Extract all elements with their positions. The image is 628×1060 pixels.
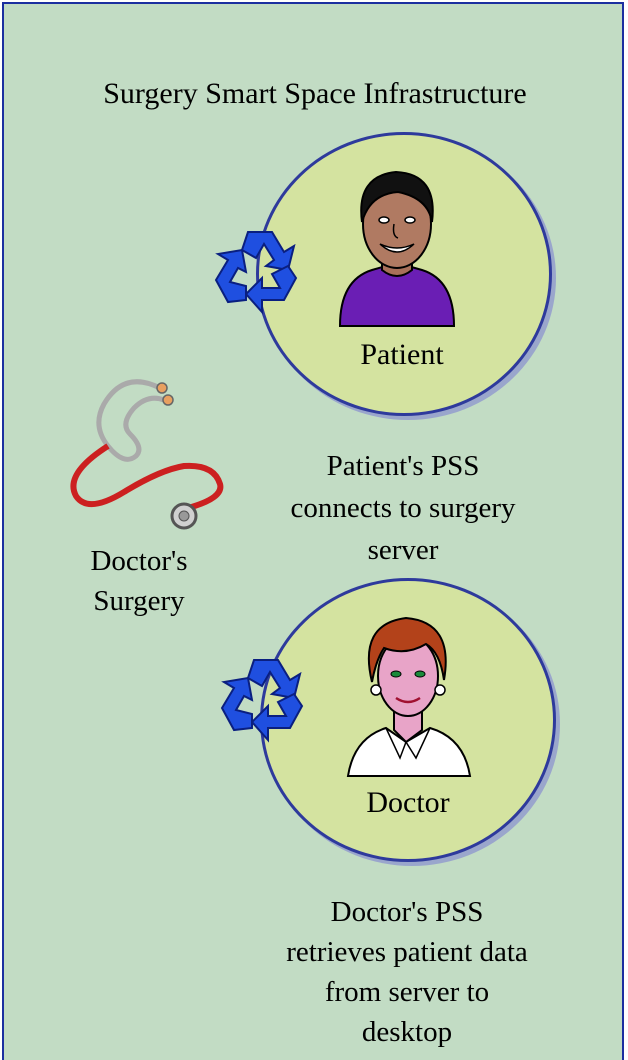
recycle-arrow [242,232,294,270]
doctor-recycle-icon [216,654,316,744]
diagram-title: Surgery Smart Space Infrastructure [4,75,626,113]
patient-recycle-icon [210,226,310,316]
patient-caption-line2: connects to surgery [236,488,570,528]
patient-caption-line3: server [236,530,570,570]
recycle-arrow [216,250,246,302]
recycle-arrow [248,660,300,698]
doctor-label: Doctor [308,784,508,822]
recycle-arrow [246,266,296,312]
patient-label: Patient [302,336,502,374]
doctor-caption-line1: Doctor's PSS [240,892,574,932]
patient-icon [336,162,458,328]
recycle-arrow [222,678,252,730]
location-label-line2: Surgery [64,581,214,621]
patient-caption-line1: Patient's PSS [236,446,570,486]
doctor-icon [344,608,474,778]
recycle-arrow [252,694,302,740]
doctor-caption-line2: retrieves patient data [240,932,574,972]
location-label-line1: Doctor's [64,541,214,581]
doctor-caption-line3: from server to [240,972,574,1012]
stethoscope-tube [73,446,220,508]
doctor-caption-line4: desktop [240,1012,574,1052]
stethoscope-icon [64,374,234,534]
